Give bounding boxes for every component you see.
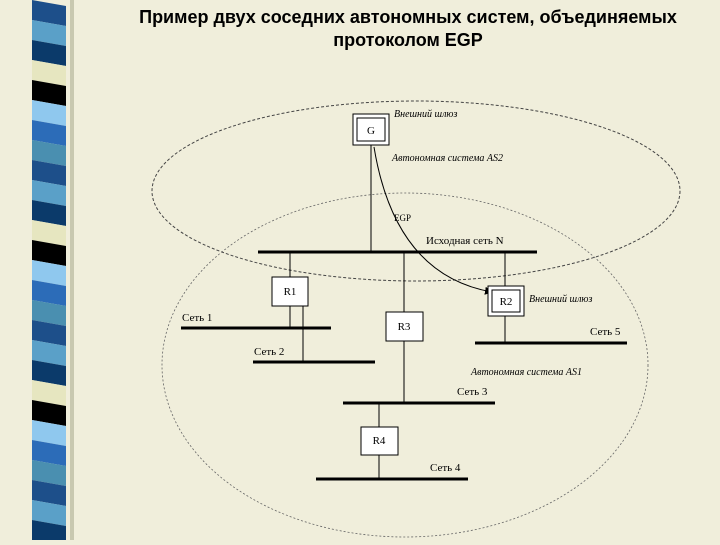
stripe-band	[32, 480, 66, 506]
stripe-band	[32, 320, 66, 346]
stripe-band	[32, 220, 66, 246]
stripe-band	[32, 140, 66, 166]
net2-label: Сеть 2	[254, 346, 284, 358]
router-r1: R1	[271, 276, 309, 307]
net5-label: Сеть 5	[590, 326, 621, 338]
stripe-band	[32, 180, 66, 206]
router-r2-label: R2	[500, 296, 513, 308]
source-net-label: Исходная сеть N	[426, 235, 504, 247]
net4-label: Сеть 4	[430, 462, 461, 474]
slide-title: Пример двух соседних автономных систем, …	[139, 7, 677, 50]
external-gateway-label-right: Внешний шлюз	[529, 294, 592, 305]
stripe-band	[32, 280, 66, 306]
stripe-band	[32, 120, 66, 146]
stripe-band	[32, 0, 66, 26]
as2-boundary	[151, 100, 681, 282]
stripe-band	[32, 520, 66, 545]
stripe-band	[32, 160, 66, 186]
stripe-band	[32, 460, 66, 486]
router-g: G	[352, 113, 390, 146]
stripe-band	[32, 300, 66, 326]
egp-label: EGP	[394, 213, 411, 223]
stripe-band	[32, 440, 66, 466]
net3-label: Сеть 3	[457, 386, 488, 398]
stripe-band	[32, 360, 66, 386]
stripe-band	[32, 420, 66, 446]
as1-label: Автономная система AS1	[470, 367, 582, 378]
router-r3: R3	[385, 311, 424, 342]
router-r1-label: R1	[284, 286, 297, 298]
stripe-band	[32, 340, 66, 366]
stripe-band	[32, 100, 66, 126]
stripe-band	[32, 60, 66, 86]
stripe-band	[32, 240, 66, 266]
external-gateway-label-top: Внешний шлюз	[394, 109, 457, 120]
as1-boundary	[161, 192, 649, 538]
router-r4: R4	[360, 426, 399, 456]
as2-label: Автономная система AS2	[391, 153, 503, 164]
stripe-band	[32, 380, 66, 406]
egp-connection-arrow	[373, 146, 493, 295]
router-r3-label: R3	[398, 321, 411, 333]
stripe-band	[32, 20, 66, 46]
stripe-band	[32, 200, 66, 226]
stripe-band	[32, 500, 66, 526]
router-r4-label: R4	[373, 435, 386, 447]
stripe-band	[32, 80, 66, 106]
decorative-stripe-bar	[0, 0, 88, 545]
router-r2: R2	[487, 285, 525, 317]
stripe-band	[32, 40, 66, 66]
router-g-label: G	[367, 125, 375, 137]
net1-label: Сеть 1	[182, 312, 212, 324]
stripe-band	[32, 400, 66, 426]
stripe-band	[32, 260, 66, 286]
stripe-pattern	[32, 0, 74, 545]
